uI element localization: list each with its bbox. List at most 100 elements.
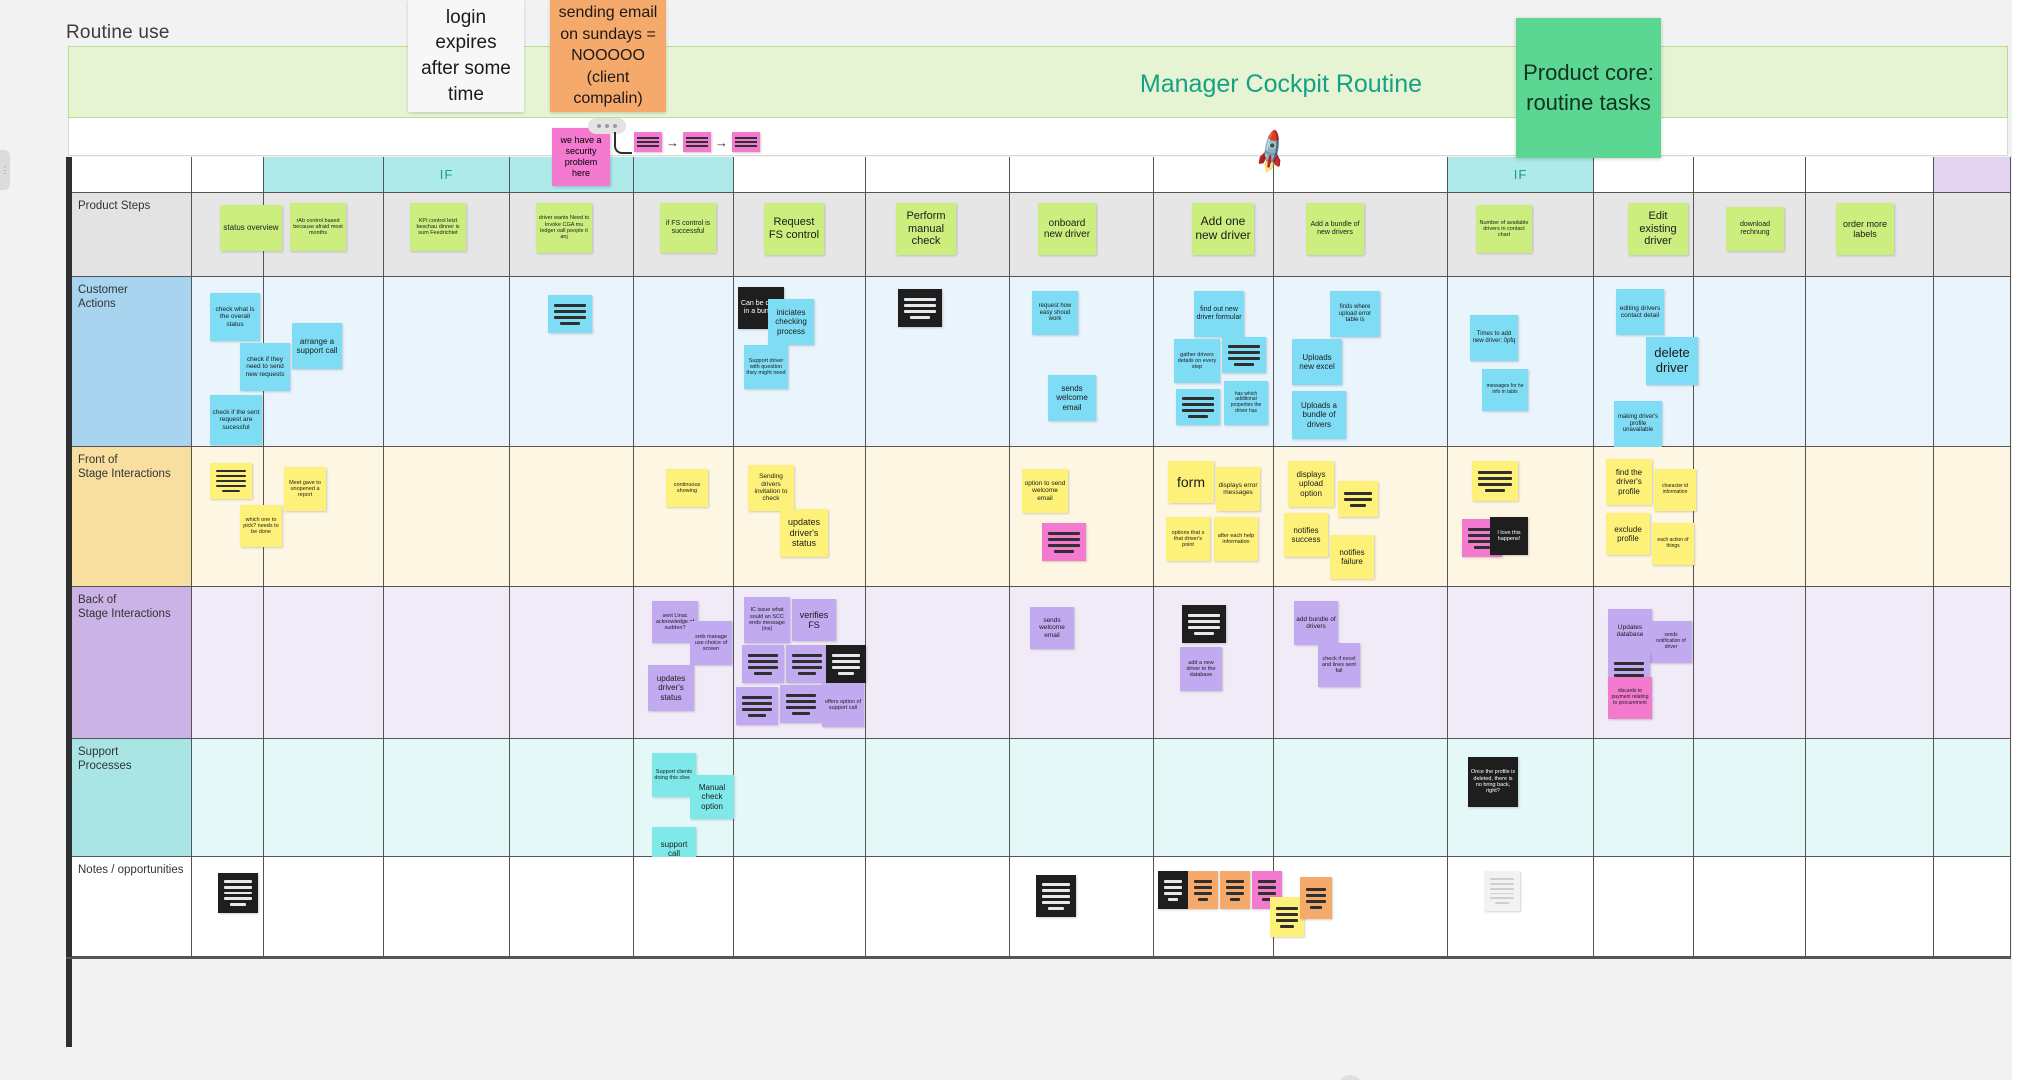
- frame-title[interactable]: Routine use: [66, 22, 170, 43]
- lane-cell-back-stage-3[interactable]: [384, 587, 510, 739]
- floating-note-sunday-email[interactable]: sending email on sundays = NOOOOO (clien…: [550, 0, 666, 112]
- lane-cell-back-stage-15[interactable]: [1934, 587, 2011, 739]
- lane-cell-support-14[interactable]: [1806, 739, 1934, 857]
- sticky-note[interactable]: updates driver's status: [780, 509, 828, 557]
- sticky-note[interactable]: arrange a support call: [292, 323, 342, 369]
- lane-cell-front-stage-15[interactable]: [1934, 447, 2011, 587]
- lane-cell-notes-5[interactable]: [634, 857, 734, 957]
- sticky-note[interactable]: Edit existing driver: [1628, 203, 1688, 255]
- sticky-note[interactable]: I love this happens!: [1490, 517, 1528, 555]
- lane-cell-notes-13[interactable]: [1694, 857, 1806, 957]
- lane-cell-notes-4[interactable]: [510, 857, 634, 957]
- lane-cell-notes-14[interactable]: [1806, 857, 1934, 957]
- floating-note-product-core[interactable]: Product core: routine tasks: [1516, 18, 1661, 158]
- lane-header-product-steps[interactable]: Product Steps: [72, 193, 192, 277]
- sticky-note[interactable]: [1176, 389, 1220, 425]
- sticky-note[interactable]: notifies failure: [1330, 535, 1374, 579]
- column-header-14[interactable]: [1806, 157, 1934, 193]
- sticky-note[interactable]: Meet gave to unopened a report: [284, 467, 326, 511]
- sticky-note[interactable]: iniciates checking process: [768, 299, 814, 345]
- lane-cell-customer-actions-11[interactable]: [1448, 277, 1594, 447]
- sticky-note[interactable]: Times to add new driver: 0pfq: [1470, 315, 1518, 361]
- sticky-note[interactable]: [1472, 461, 1518, 501]
- sticky-note[interactable]: form: [1168, 461, 1214, 503]
- sticky-note[interactable]: check what is the overall status: [210, 293, 260, 341]
- lane-cell-support-4[interactable]: [510, 739, 634, 857]
- lane-cell-notes-15[interactable]: [1934, 857, 2011, 957]
- sticky-note[interactable]: updates driver's status: [648, 665, 694, 711]
- lane-cell-support-3[interactable]: [384, 739, 510, 857]
- lane-header-support[interactable]: Support Processes: [72, 739, 192, 857]
- column-header-10[interactable]: [1274, 157, 1448, 193]
- sticky-note[interactable]: options that s that driver's point: [1166, 517, 1210, 561]
- lane-cell-front-stage-7[interactable]: [866, 447, 1010, 587]
- column-header-2[interactable]: [264, 157, 384, 193]
- sticky-note[interactable]: continuous showing: [666, 469, 708, 507]
- sticky-note[interactable]: status overview: [220, 205, 282, 251]
- panel-collapse-handle[interactable]: ⋮: [0, 150, 10, 190]
- lane-cell-customer-actions-3[interactable]: [384, 277, 510, 447]
- column-header-11[interactable]: IF: [1448, 157, 1594, 193]
- sticky-note[interactable]: KPI control letzt beschau dinner is sum …: [410, 203, 466, 251]
- column-header-1[interactable]: [192, 157, 264, 193]
- sticky-note[interactable]: exclude profile: [1606, 513, 1650, 555]
- sticky-note[interactable]: [826, 645, 866, 683]
- sticky-note[interactable]: sends welcome email: [1048, 375, 1096, 421]
- sticky-note[interactable]: Perform manual check: [896, 203, 956, 255]
- sticky-note[interactable]: Number of available drivers in contact c…: [1476, 205, 1532, 253]
- sticky-note[interactable]: delete driver: [1646, 337, 1698, 385]
- lane-cell-notes-7[interactable]: [866, 857, 1010, 957]
- sticky-note[interactable]: request how easy shoud work: [1032, 291, 1078, 335]
- lane-cell-customer-actions-15[interactable]: [1934, 277, 2011, 447]
- sticky-note[interactable]: check if they need to send new requests: [240, 343, 290, 391]
- column-header-8[interactable]: [1010, 157, 1154, 193]
- column-header-5[interactable]: [634, 157, 734, 193]
- add-frame-button[interactable]: +: [1337, 1075, 1363, 1080]
- banner-title[interactable]: Manager Cockpit Routine: [1139, 70, 1422, 98]
- mini-flow-node[interactable]: [683, 132, 711, 152]
- column-header-9[interactable]: [1154, 157, 1274, 193]
- lane-cell-notes-3[interactable]: [384, 857, 510, 957]
- sticky-note[interactable]: [1222, 337, 1266, 373]
- sticky-note[interactable]: gather drivers details on every step: [1174, 339, 1220, 383]
- sticky-note[interactable]: [898, 289, 942, 327]
- sticky-note[interactable]: [1158, 871, 1188, 909]
- sticky-note[interactable]: [1300, 877, 1332, 919]
- column-header-7[interactable]: [866, 157, 1010, 193]
- sticky-note[interactable]: [1182, 605, 1226, 643]
- lane-cell-front-stage-3[interactable]: [384, 447, 510, 587]
- sticky-note[interactable]: [1338, 481, 1378, 517]
- sticky-note[interactable]: after each help information: [1214, 517, 1258, 561]
- lane-cell-support-7[interactable]: [866, 739, 1010, 857]
- sticky-note[interactable]: Once the profile is deleted, there is no…: [1468, 757, 1518, 807]
- sticky-note[interactable]: notifies success: [1284, 513, 1328, 557]
- sticky-note[interactable]: Uploads a bundle of drivers: [1292, 391, 1346, 439]
- lane-cell-back-stage-13[interactable]: [1694, 587, 1806, 739]
- sticky-note[interactable]: Add one new driver: [1192, 203, 1254, 255]
- sticky-note[interactable]: sends welcome email: [1030, 607, 1074, 649]
- sticky-note[interactable]: smb manage use choice of screen: [690, 621, 732, 665]
- sticky-note[interactable]: Support driver with question they might …: [744, 345, 788, 389]
- sticky-note[interactable]: [218, 873, 258, 913]
- sticky-note[interactable]: Support clients doing this ckeck: [652, 753, 696, 797]
- sticky-note[interactable]: has which additional properties the driv…: [1224, 381, 1268, 425]
- lane-cell-support-12[interactable]: [1594, 739, 1694, 857]
- sticky-note[interactable]: download rechnung: [1726, 207, 1784, 251]
- floating-note-login-expires[interactable]: login expires after some time: [408, 0, 524, 112]
- lane-header-customer-actions[interactable]: Customer Actions: [72, 277, 192, 447]
- lane-header-front-stage[interactable]: Front of Stage Interactions: [72, 447, 192, 587]
- lane-cell-support-9[interactable]: [1154, 739, 1274, 857]
- lane-header-notes[interactable]: Notes / opportunities: [72, 857, 192, 957]
- sticky-note[interactable]: [210, 463, 252, 499]
- sticky-note[interactable]: check if the sent request are sucessful: [210, 395, 262, 445]
- sticky-note[interactable]: [1484, 871, 1520, 911]
- sticky-note[interactable]: [548, 295, 592, 333]
- sticky-note[interactable]: verifies FS: [792, 599, 836, 641]
- lane-cell-back-stage-1[interactable]: [192, 587, 264, 739]
- sticky-note[interactable]: [742, 645, 784, 683]
- sticky-note[interactable]: find the driver's profile: [1606, 459, 1652, 505]
- sticky-note[interactable]: option to send welcome email: [1022, 469, 1068, 513]
- sticky-note[interactable]: driver wants Need to Invoke CGA mu ledge…: [536, 203, 592, 253]
- lane-cell-back-stage-11[interactable]: [1448, 587, 1594, 739]
